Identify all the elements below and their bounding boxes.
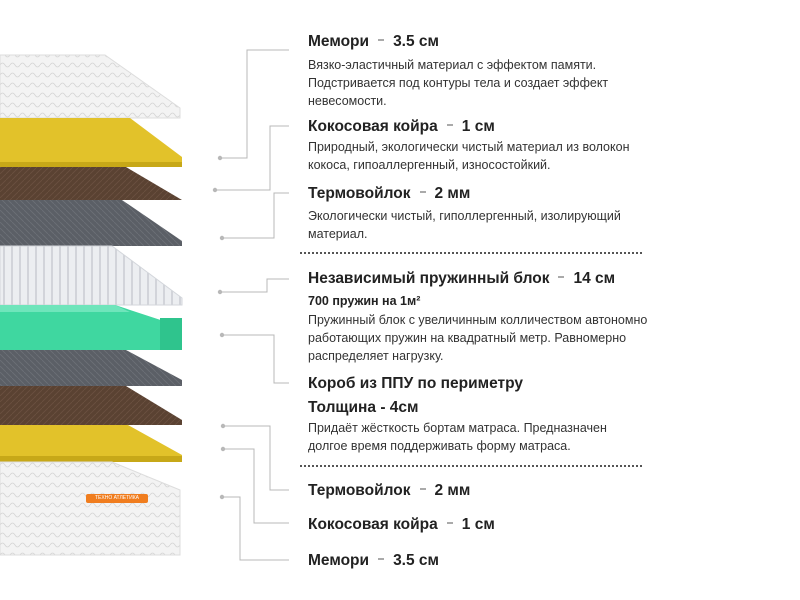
layer-size: 1 см: [461, 118, 495, 135]
dash-separator: [378, 557, 385, 560]
layer-label-felt-bottom: Термовойлок 2 мм: [308, 482, 470, 500]
layer-subtitle-springs: 700 пружин на 1м²: [308, 294, 421, 308]
layer-label-memory-top: Мемори 3.5 см: [308, 33, 439, 51]
layer-coir-top: [0, 118, 182, 167]
layer-title: Термовойлок: [308, 482, 411, 499]
leader-line-springs: [220, 278, 289, 293]
layer-description-ppu: Придаёт жёсткость бортам матраса. Предна…: [308, 421, 607, 453]
layer-description-felt-top: Экологически чистый, гиполлергенный, изо…: [308, 209, 621, 241]
layer-description-coir-top: Природный, экологически чистый материал …: [308, 140, 630, 172]
layer-subtitle-ppu: Толщина - 4см: [308, 399, 419, 417]
dash-separator: [378, 38, 385, 41]
leader-dots: [212, 155, 226, 500]
layer-title: Термовойлок: [308, 185, 411, 202]
leader-line-coir-top: [215, 125, 289, 191]
layer-insulation-top: [0, 200, 182, 246]
layer-size: 14 см: [573, 270, 616, 287]
layer-memory-top: [0, 54, 181, 119]
layer-subtitle: Толщина - 4см: [308, 399, 419, 416]
layer-title: Мемори: [308, 33, 370, 50]
layer-coir-bottom: [0, 425, 182, 462]
brand-logo: ТЕХНО АТЛЕТИКА: [86, 494, 148, 503]
layer-title: Независимый пружинный блок: [308, 270, 550, 287]
layer-ppu-box: [0, 305, 182, 350]
layer-label-felt-top: Термовойлок 2 мм: [308, 185, 470, 203]
layer-memory-bottom: [0, 461, 181, 556]
layer-label-coir-bottom: Кокосовая койра 1 см: [308, 516, 495, 534]
layer-size: 2 мм: [434, 185, 471, 202]
layer-title: Кокосовая койра: [308, 118, 438, 135]
section-separator: [300, 465, 642, 467]
layer-title: Кокосовая койра: [308, 516, 438, 533]
layer-description-springs: Пружинный блок с увеличинным колличество…: [308, 313, 648, 363]
layer-size: 3.5 см: [393, 33, 440, 50]
dash-separator: [419, 487, 426, 490]
section-separator: [300, 252, 642, 254]
dash-separator: [419, 190, 426, 193]
dash-separator: [446, 123, 453, 126]
layer-size: 2 мм: [434, 482, 471, 499]
layer-title: Короб из ППУ по периметру: [308, 375, 523, 392]
layer-label-coir-top: Кокосовая койра 1 см: [308, 118, 495, 136]
dash-separator: [558, 275, 565, 278]
dash-separator: [446, 521, 453, 524]
leader-line-memory-bottom: [222, 496, 289, 561]
layer-label-springs: Независимый пружинный блок 14 см: [308, 270, 615, 288]
layer-felt-bottom: [0, 386, 182, 425]
layer-felt-top: [0, 167, 182, 200]
leader-lines: [215, 49, 289, 561]
layer-spring-block: [0, 245, 183, 306]
leader-line-coir-bottom: [223, 448, 289, 524]
layer-label-ppu: Короб из ППУ по периметру: [308, 375, 523, 393]
layer-label-memory-bottom: Мемори 3.5 см: [308, 552, 439, 570]
leader-line-felt-bottom: [223, 425, 289, 491]
layer-size: 1 см: [461, 516, 495, 533]
layer-description-memory-top: Вязко-эластичный материал с эффектом пам…: [308, 58, 609, 108]
leader-line-ppu: [222, 334, 289, 384]
layer-title: Мемори: [308, 552, 370, 569]
layer-size: 3.5 см: [393, 552, 440, 569]
leader-line-felt-top: [222, 192, 289, 239]
layer-insulation-bottom: [0, 350, 182, 386]
leader-line-memory-top: [220, 49, 289, 159]
